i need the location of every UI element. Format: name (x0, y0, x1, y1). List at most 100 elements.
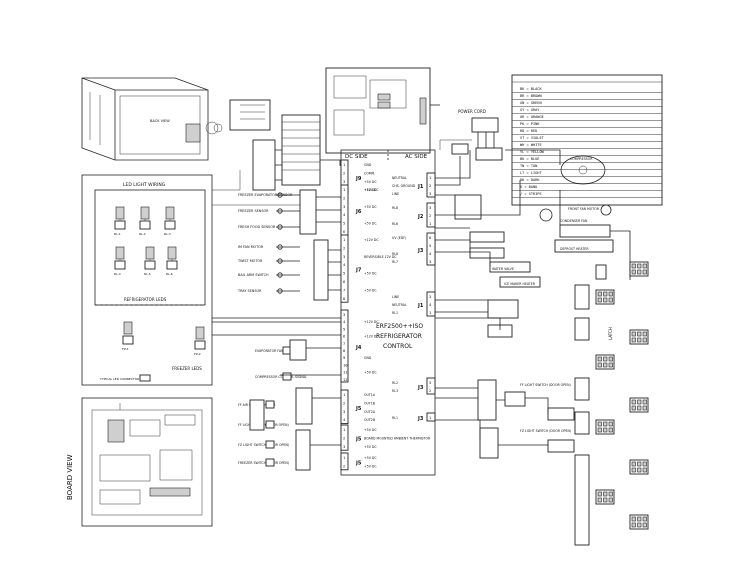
led-symbol (139, 220, 151, 230)
led-symbol (122, 335, 134, 345)
pin-number: 10 (343, 362, 348, 367)
sensor-symbol (277, 272, 283, 278)
led-name: RL-5 (144, 272, 151, 276)
ac-connector-id: J1 (417, 184, 424, 190)
freezer-leds-label: FREEZER LEDS (172, 366, 202, 371)
power-cord-label: POWER CORD (458, 109, 486, 114)
pin-number: 3 (343, 312, 345, 317)
pin-number: 3 (343, 179, 345, 184)
led-symbol (166, 260, 178, 270)
pin-label: REVERSIBLE 12V DC (364, 255, 397, 259)
pin-number: 4 (343, 417, 346, 422)
pin-number: 7 (343, 341, 345, 346)
pin-label: LINE (392, 192, 399, 196)
pin-label: RL8 (392, 206, 398, 210)
pin-label: +5V DC (364, 272, 377, 276)
led-name: RL-3 (164, 232, 171, 236)
pin-number: 6 (429, 235, 432, 240)
led-light-wiring-box: LED LIGHT WIRING REFRIGERATOR LEDS FREEZ… (81, 174, 213, 386)
ac-connector-block (426, 377, 436, 395)
device-label: CONDENSER FAN (560, 219, 588, 223)
device-symbol (265, 420, 275, 429)
pin-label: GND (364, 163, 372, 167)
pin-label: RL6 (392, 222, 398, 226)
pin-number: 8 (343, 296, 346, 301)
pin-number: 3 (343, 409, 345, 414)
device-label: DEFROST HEATER (560, 247, 589, 251)
pin-number: 2 (343, 195, 345, 200)
device-symbol (282, 372, 292, 381)
sensor-symbol (277, 208, 283, 214)
pin-label: +5V DC (364, 205, 377, 209)
ac-connector-id: J3 (417, 385, 424, 391)
dc-connector-block (340, 234, 349, 303)
pin-number: 4 (429, 251, 432, 256)
pin-number: 8 (343, 348, 346, 353)
pin-label: RL3 (392, 389, 398, 393)
pin-number: 1 (343, 237, 346, 242)
device-symbol (265, 440, 275, 449)
pin-number: 4 (343, 319, 346, 324)
abbreviation-row: DK = DARK (520, 178, 540, 182)
led-light-wiring-label: LED LIGHT WIRING (123, 182, 166, 188)
board-view-label: BOARD VIEW (66, 454, 74, 500)
pin-number: 2 (343, 245, 345, 250)
upper-connector-cluster (229, 99, 341, 191)
pin-label: +12V DC (364, 238, 379, 242)
pin-label: OUT1A (364, 393, 376, 397)
pin-label: +5V DC (364, 371, 377, 375)
pin-label: +5V DC (364, 428, 377, 432)
abbreviation-row: TN = TAN (520, 164, 537, 168)
led-symbol (114, 220, 126, 230)
led-name: RL-6 (166, 272, 173, 276)
pin-number: 4 (343, 212, 346, 217)
control-line2-label: REFRIGERATOR (376, 333, 422, 340)
pin-label: NEUTRAL (392, 303, 407, 307)
dc-connector-block (340, 389, 349, 425)
device-label: EVAPORATOR FAN (255, 349, 284, 353)
dc-connector-block (340, 452, 349, 471)
board-view-area: BOARD VIEW (66, 397, 213, 527)
led-name: RL-4 (114, 272, 121, 276)
led-name: RL-1 (114, 232, 121, 236)
dc-connector-id: J5 (355, 406, 362, 412)
pin-number: 2 (343, 463, 345, 468)
wire-harness (212, 139, 631, 446)
dc-connector-id: J9 (355, 176, 362, 182)
pin-number: 6 (343, 229, 346, 234)
dc-connector-id: J6 (355, 209, 362, 215)
pin-label: +12V DC (364, 335, 379, 339)
pin-label: RL1 (392, 311, 398, 315)
device-label: FRONT FAN MOTOR (568, 207, 600, 211)
abbreviation-row: RD = RED (520, 129, 537, 133)
latch-label: LATCH (608, 327, 613, 340)
control-model-label: ERF2500++ISO (376, 323, 423, 330)
sensor-symbol (277, 288, 283, 294)
pin-number: 6 (343, 334, 346, 339)
dc-connector-block (340, 424, 349, 451)
device-label: FZ LIGHT SWITCH (DOOR OPEN) (520, 429, 571, 433)
pin-number: 7 (343, 287, 345, 292)
sensor-label: IM FAN MOTOR (238, 245, 264, 249)
dc-connector-block (340, 184, 349, 236)
pin-label: LINE (392, 295, 399, 299)
led-connector (165, 206, 175, 220)
control-line3-label: CONTROL (383, 343, 413, 350)
abbreviation-row: VT = VIOLET (520, 136, 545, 140)
ac-connector-id: J2 (417, 214, 424, 220)
pin-label: +5V DC (364, 464, 377, 468)
device-label: WATER VALVE (492, 267, 514, 271)
pin-number: 2 (429, 183, 431, 188)
back-view-label: BACK VIEW (150, 119, 170, 123)
abbreviation-row: X = BAND (520, 185, 537, 189)
pin-number: 2 (429, 213, 431, 218)
pin-number: 5 (429, 243, 431, 248)
pin-number: 11 (343, 370, 348, 375)
pin-label: +5V DC (364, 445, 377, 449)
abbreviation-row: BR = BROWN (520, 94, 542, 98)
led-connector (140, 206, 150, 220)
pin-number: 1 (429, 310, 432, 315)
pin-label: RL2 (392, 381, 398, 385)
